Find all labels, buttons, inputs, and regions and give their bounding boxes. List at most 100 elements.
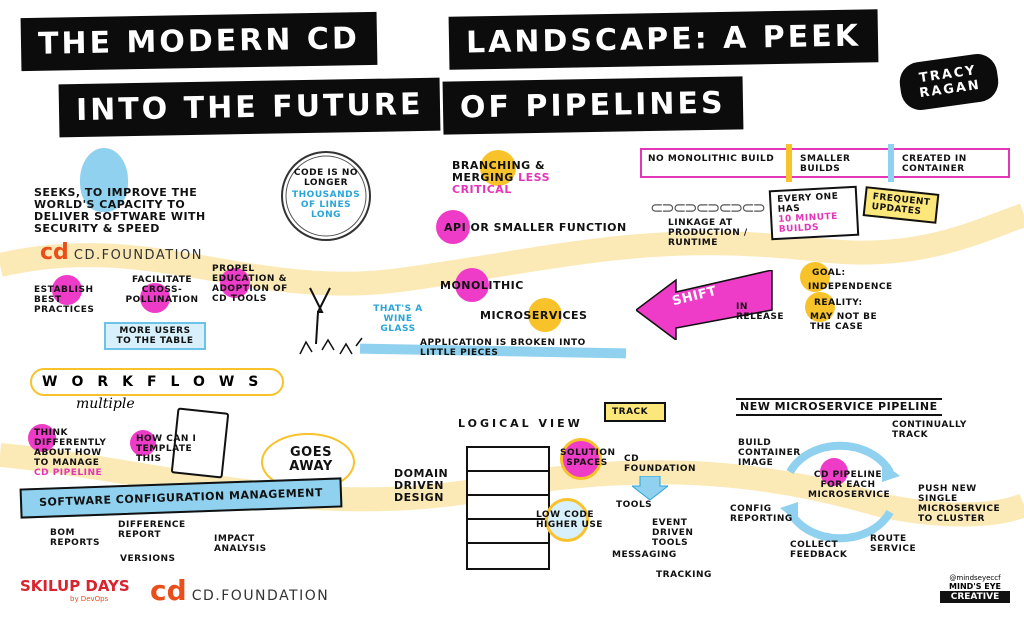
shift-arrow (636, 270, 773, 340)
pipeline-pipe (640, 148, 1010, 178)
skillup-logo: SKILUP DAYS by DevOps (20, 576, 130, 603)
cdf-logo-top: cd CD.FOUNDATION (40, 240, 203, 265)
track-box: TRACK (604, 402, 666, 422)
workflows-row: WORKFLOWS (30, 368, 285, 396)
drawer-cabinet-icon (466, 446, 550, 570)
devops-by: by DevOps (70, 595, 109, 603)
in-release-text: IN RELEASE (736, 302, 785, 322)
goal-best-practices: ESTABLISH BEST PRACTICES (34, 285, 95, 315)
yellow-dot (528, 298, 562, 332)
cdf-name-bottom: CD.FOUNDATION (191, 588, 330, 604)
impact-text: IMPACT ANALYSIS (214, 534, 267, 554)
think-text: THINK DIFFERENTLY ABOUT HOW TO MANAGE (34, 428, 107, 468)
down-arrow-icon (632, 476, 668, 500)
diff-text: DIFFERENCE REPORT (118, 520, 186, 540)
new-pipeline-title: NEW MICROSERVICE PIPELINE (736, 398, 942, 416)
ten-minute-text: 10 MINUTE BUILDS (778, 211, 839, 235)
wine-glass-icon (299, 287, 363, 355)
everyone-box: EVERY ONE HAS 10 MINUTE BUILDS (768, 185, 860, 241)
code-line1: CODE IS NO LONGER (293, 168, 359, 188)
branching-less: LESS (518, 171, 551, 184)
logical-view-title: LOGICAL VIEW (458, 417, 583, 430)
minds-eye-logo: @mindseyeccf MIND'S EYE CREATIVE (940, 574, 1010, 603)
branching-text: BRANCHING & MERGING LESS CRITICAL (452, 160, 572, 196)
branching-critical: CRITICAL (452, 183, 512, 196)
tools-text: TOOLS (616, 500, 653, 510)
chain-decoration: ⊂⊃⊂⊃⊂⊃⊂⊃⊂⊃ (650, 198, 766, 217)
pink-dot (220, 268, 250, 298)
reality-label: REALITY: (814, 298, 863, 308)
goal-cross-pollination: FACILITATE CROSS-POLLINATION (125, 275, 199, 305)
ddd-text: DOMAIN DRIVEN DESIGN (394, 467, 449, 504)
event-text: EVENT DRIVEN TOOLS (652, 518, 694, 548)
cd-pipeline-text: CD PIPELINE (34, 468, 103, 478)
pink-dot (130, 430, 156, 456)
author-name: TRACY RAGAN (918, 63, 982, 102)
yellow-ring (545, 498, 589, 542)
wine-glass-text: THAT'S A WINE GLASS (373, 304, 423, 334)
linkage-text: LINKAGE AT PRODUCTION / RUNTIME (668, 218, 748, 248)
mission-text: SEEKS, TO IMPROVE THE WORLD'S CAPACITY T… (34, 186, 206, 235)
goes-away-text: GOES AWAY (289, 445, 333, 474)
pipe-created-container: CREATED IN CONTAINER (902, 154, 967, 174)
scm-text: SOFTWARE CONFIGURATION MANAGEMENT (38, 486, 324, 509)
code-line2: THOUSANDS OF LINES LONG (292, 190, 361, 220)
monolithic-text: MONOLITHIC (440, 279, 524, 292)
pink-dot (140, 283, 170, 313)
workflows-text: WORKFLOWS (30, 368, 285, 396)
frequent-text: FREQUENT UPDATES (871, 192, 931, 218)
pipeline-cycle (780, 441, 900, 543)
low-code-text: LOW CODE HIGHER USE (536, 510, 603, 530)
pipe-smaller-builds: SMALLER BUILDS (800, 154, 851, 174)
push-text: PUSH NEW SINGLE MICROSERVICE TO CLUSTER (918, 484, 1001, 524)
may-not-text: MAY NOT BE THE CASE (810, 312, 878, 332)
creative-text: CREATIVE (940, 591, 1010, 603)
title-line1-right: LANDSCAPE: A PEEK (451, 12, 876, 67)
more-users-box: MORE USERS TO THE TABLE (104, 322, 206, 350)
messaging-text: MESSAGING (612, 550, 677, 560)
solution-text: SOLUTION SPACES (560, 448, 616, 468)
pink-dot (560, 438, 602, 480)
skillup-text: SKILUP DAYS (20, 577, 130, 595)
continually-text: CONTINUALLY TRACK (892, 420, 967, 440)
goal-education: PROPEL EDUCATION & ADOPTION OF CD TOOLS (212, 264, 288, 304)
versions-text: VERSIONS (120, 554, 176, 564)
handle-text: @mindseyeccf (949, 574, 1001, 582)
config-text: CONFIG REPORTING (730, 504, 793, 524)
pink-dot (820, 458, 848, 486)
title-line1-left: THE MODERN CD (23, 14, 375, 69)
template-text: HOW CAN I TEMPLATE THIS (136, 434, 197, 464)
pink-dot (28, 424, 56, 452)
api-text: API OR SMALLER FUNCTION (444, 221, 627, 234)
title-line2-left: INTO THE FUTURE (61, 80, 438, 135)
goal-label: GOAL: (812, 268, 846, 278)
route-text: ROUTE SERVICE (870, 534, 917, 554)
cdf-logo-bottom: cd CD.FOUNDATION (150, 574, 330, 607)
multiple-text: multiple (76, 396, 135, 412)
microservices-text: MICROSERVICES (480, 309, 588, 322)
yellow-dot (800, 262, 830, 292)
independence-text: INDEPENDENCE (808, 282, 893, 292)
tracking-text: TRACKING (656, 570, 712, 580)
cdf-label: CD FOUNDATION (624, 454, 697, 474)
code-circle (281, 151, 371, 241)
build-image-text: BUILD CONTAINER IMAGE (738, 438, 801, 468)
track-text: TRACK (612, 407, 649, 417)
bom-text: BOM REPORTS (50, 528, 100, 548)
cd-pipeline-each-text: CD PIPELINE FOR EACH MICROSERVICE (808, 470, 891, 500)
blue-drop-decoration (80, 148, 128, 212)
cdf-name-top: CD.FOUNDATION (73, 248, 203, 263)
pipe-joint (888, 144, 894, 182)
yellow-dot (805, 292, 835, 322)
mindseye-text: MIND'S EYE (949, 582, 1001, 591)
pipe-joint (786, 144, 792, 182)
collect-text: COLLECT FEEDBACK (790, 540, 848, 560)
application-text: APPLICATION IS BROKEN INTO LITTLE PIECES (420, 338, 586, 358)
pink-dot (455, 268, 489, 302)
yellow-dot (480, 150, 516, 186)
pipe-no-monolithic: NO MONOLITHIC BUILD (648, 154, 775, 164)
title-line2-right: OF PIPELINES (445, 79, 740, 132)
branching-main: BRANCHING & MERGING (452, 159, 546, 184)
pink-dot (436, 210, 470, 244)
pink-dot (52, 275, 82, 305)
